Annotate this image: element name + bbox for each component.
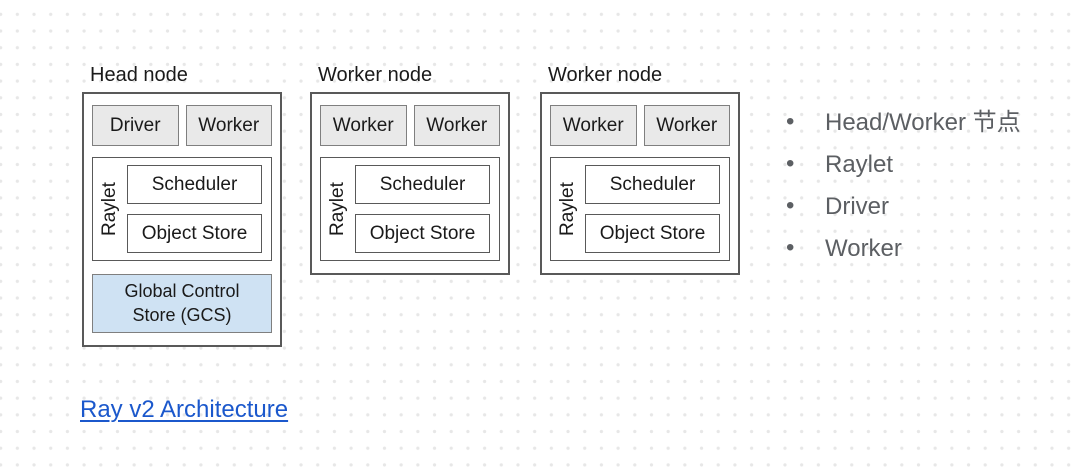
worker-node-box: Worker Worker Raylet Scheduler Object St… (540, 92, 740, 275)
worker-node-box: Worker Worker Raylet Scheduler Object St… (310, 92, 510, 275)
bullet-item-raylet: Raylet (779, 151, 1021, 178)
object-store-box: Object Store (127, 214, 262, 253)
global-control-store-box: Global Control Store (GCS) (92, 274, 272, 333)
bullet-item-driver: Driver (779, 193, 1021, 220)
head-node-group: Head node Driver Worker Raylet Scheduler… (82, 64, 282, 347)
worker-box: Worker (643, 105, 730, 146)
worker-box: Worker (413, 105, 500, 146)
worker-node-group-2: Worker node Worker Worker Raylet Schedul… (540, 64, 740, 275)
driver-box: Driver (92, 105, 179, 146)
process-row: Worker Worker (550, 105, 730, 146)
object-store-box: Object Store (355, 214, 490, 253)
worker-box: Worker (185, 105, 272, 146)
process-row: Worker Worker (320, 105, 500, 146)
bullet-item-head-worker-node: Head/Worker 节点 (779, 109, 1021, 136)
raylet-column: Scheduler Object Store (127, 165, 262, 253)
bullet-item-worker: Worker (779, 235, 1021, 262)
raylet-column: Scheduler Object Store (585, 165, 720, 253)
head-node-box: Driver Worker Raylet Scheduler Object St… (82, 92, 282, 347)
bullet-list: Head/Worker 节点 Raylet Driver Worker (779, 109, 1021, 278)
raylet-container: Raylet Scheduler Object Store (92, 157, 272, 261)
head-node-title: Head node (90, 64, 188, 86)
scheduler-box: Scheduler (585, 165, 720, 204)
object-store-box: Object Store (585, 214, 720, 253)
worker-box: Worker (550, 105, 637, 146)
process-row: Driver Worker (92, 105, 272, 146)
ray-v2-architecture-link[interactable]: Ray v2 Architecture (80, 396, 289, 423)
scheduler-box: Scheduler (127, 165, 262, 204)
raylet-label: Raylet (557, 182, 578, 236)
worker-node-title: Worker node (318, 64, 433, 86)
raylet-container: Raylet Scheduler Object Store (550, 157, 730, 261)
raylet-container: Raylet Scheduler Object Store (320, 157, 500, 261)
raylet-label: Raylet (327, 182, 348, 236)
worker-box: Worker (320, 105, 407, 146)
raylet-column: Scheduler Object Store (355, 165, 490, 253)
worker-node-group-1: Worker node Worker Worker Raylet Schedul… (310, 64, 510, 275)
raylet-label: Raylet (99, 182, 120, 236)
scheduler-box: Scheduler (355, 165, 490, 204)
worker-node-title: Worker node (548, 64, 663, 86)
